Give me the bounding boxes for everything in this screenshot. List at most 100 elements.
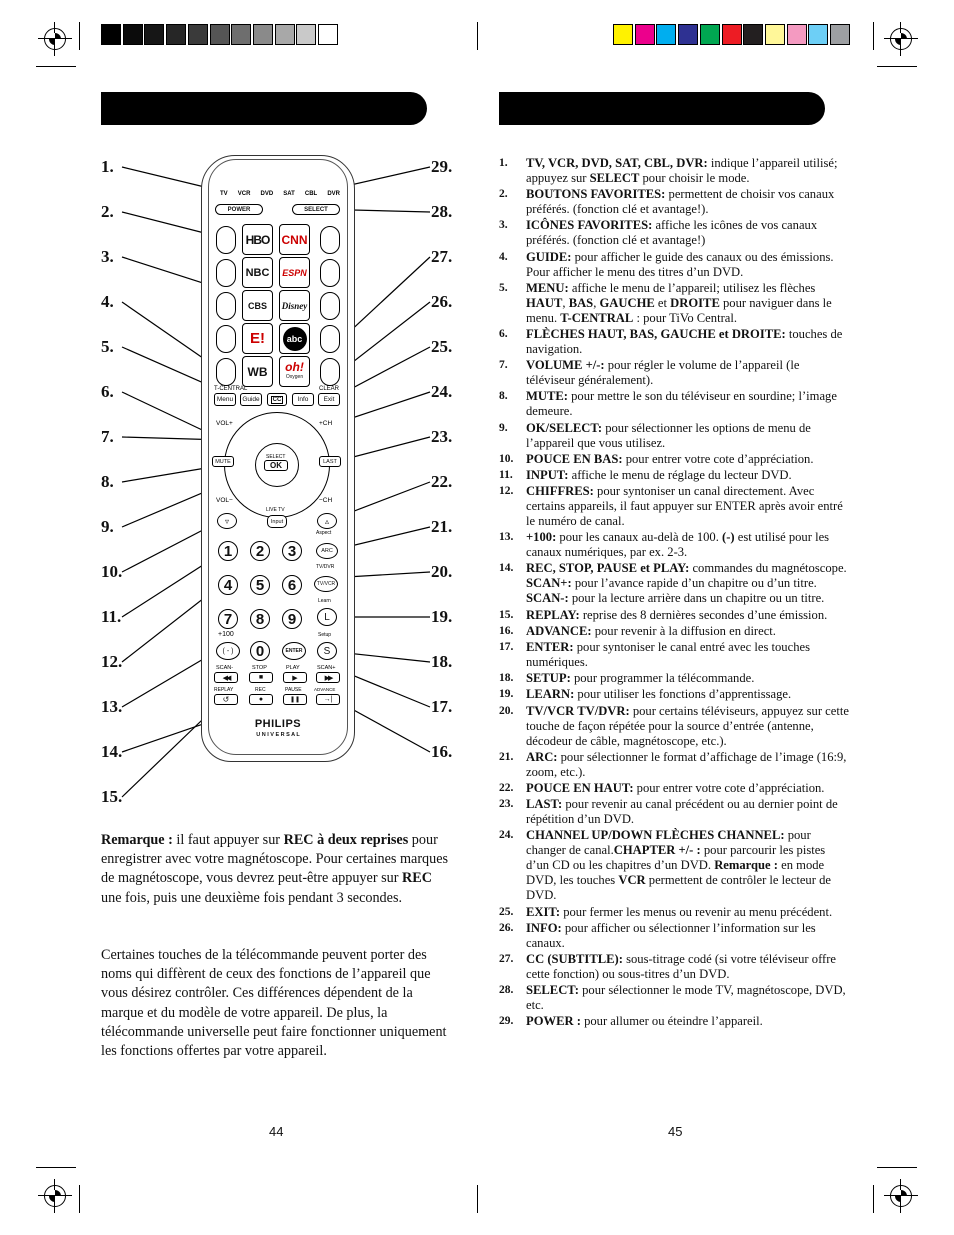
disney-logo-tile[interactable]: Disney: [279, 290, 310, 321]
favorite-button-8[interactable]: [320, 292, 340, 320]
power-button[interactable]: POWER: [215, 204, 263, 215]
crop-mark: [877, 66, 917, 67]
mute-button[interactable]: MUTE: [212, 456, 234, 467]
favorite-button-3[interactable]: [216, 292, 236, 320]
remote-inner-border: [208, 159, 348, 755]
favorite-button-7[interactable]: [320, 259, 340, 287]
list-item-text: LEARN: pour utiliser les fonctions d’app…: [526, 687, 792, 702]
registration-mark-bottom-left: [38, 1179, 72, 1213]
enter-button[interactable]: ENTER: [282, 642, 306, 660]
favorite-button-1[interactable]: [216, 226, 236, 254]
replay-button[interactable]: ↺: [214, 694, 238, 705]
vol-plus-label: VOL+: [216, 420, 233, 427]
list-item-number: 21.: [499, 750, 514, 763]
favorite-button-4[interactable]: [216, 325, 236, 353]
digit-3-button[interactable]: 3: [282, 541, 302, 561]
clear-label: CLEAR: [319, 386, 340, 392]
arc-button[interactable]: ARC: [316, 543, 338, 559]
digit-9-button[interactable]: 9: [282, 609, 302, 629]
crop-mark: [79, 1185, 80, 1213]
bold-text: BOUTONS FAVORITES:: [526, 187, 666, 202]
list-item-number: 18.: [499, 672, 514, 685]
menu-button[interactable]: Menu: [214, 393, 236, 406]
list-item-number: 26.: [499, 921, 514, 934]
cbs-logo-tile[interactable]: CBS: [242, 290, 273, 321]
list-item: 4.GUIDE: pour afficher le guide des cana…: [499, 250, 851, 280]
scan-minus-button[interactable]: ◀◀: [214, 672, 238, 683]
favorite-button-10[interactable]: [320, 358, 340, 386]
list-item-number: 20.: [499, 704, 514, 717]
digit-1-button[interactable]: 1: [218, 541, 238, 561]
play-button[interactable]: ▶: [283, 672, 307, 683]
ok-button[interactable]: OK: [264, 460, 288, 471]
plus100-label: +100: [218, 631, 234, 638]
button-description-list: 1.TV, VCR, DVD, SAT, CBL, DVR: indique l…: [499, 156, 851, 1030]
espn-logo-tile[interactable]: ESPN: [279, 257, 310, 288]
registration-mark-top-left: [38, 22, 72, 56]
abc-logo-tile[interactable]: abc: [279, 323, 310, 354]
hbo-logo-tile[interactable]: HBO: [242, 224, 273, 255]
cc-button[interactable]: CC: [267, 393, 287, 406]
thumbs-up-button[interactable]: ▵: [317, 513, 337, 529]
color-swatch: [122, 24, 143, 45]
callout-number: 4.: [101, 292, 114, 311]
info-button[interactable]: Info: [292, 393, 314, 406]
list-item-number: 23.: [499, 798, 514, 811]
tvvcr-button[interactable]: TV/VCR: [314, 576, 338, 592]
exit-button[interactable]: Exit: [318, 393, 340, 406]
mode-dvd: DVD: [260, 191, 274, 197]
crop-mark: [36, 66, 76, 67]
list-item: 7.VOLUME +/-: pour régler le volume de l…: [499, 358, 851, 388]
cnn-logo-tile[interactable]: CNN: [279, 224, 310, 255]
digit-8-button[interactable]: 8: [250, 609, 270, 629]
bold-text: HAUT: [526, 295, 563, 310]
favorite-button-5[interactable]: [216, 358, 236, 386]
tvdvr-label: TV/DVR: [316, 564, 335, 570]
callout-number: 11.: [101, 607, 122, 626]
digit-4-button[interactable]: 4: [218, 575, 238, 595]
stop-button[interactable]: ■: [249, 672, 273, 683]
bold-text: T-CENTRAL: [560, 310, 634, 325]
nbc-logo-tile[interactable]: NBC: [242, 257, 273, 288]
select-mode-button[interactable]: SELECT: [292, 204, 340, 215]
color-swatch: [166, 24, 187, 45]
bold-text: MENU:: [526, 280, 569, 295]
list-item: 17.ENTER: pour syntoniser le canal entré…: [499, 640, 851, 670]
bold-text: Remarque :: [101, 832, 173, 848]
digit-7-button[interactable]: 7: [218, 609, 238, 629]
pause-button[interactable]: ❚❚: [283, 694, 307, 705]
favorite-button-2[interactable]: [216, 259, 236, 287]
digit-0-button[interactable]: 0: [250, 641, 270, 661]
stop-label: STOP: [252, 665, 267, 671]
advance-label: ADVANCE: [314, 687, 336, 692]
dash-button[interactable]: ( - ): [216, 642, 240, 660]
oxygen-logo-tile[interactable]: oh! Oxygen: [279, 356, 310, 387]
mode-dvr: DVR: [327, 191, 340, 197]
last-button[interactable]: LAST: [319, 456, 341, 467]
setup-button[interactable]: S: [317, 642, 337, 660]
rec-button[interactable]: ●: [249, 694, 273, 705]
bold-text: VCR: [618, 873, 646, 888]
oxygen-sublabel: Oxygen: [285, 373, 304, 380]
advance-button[interactable]: →|: [316, 694, 340, 705]
live-tv-label: LIVE TV: [266, 507, 285, 513]
favorite-button-9[interactable]: [320, 325, 340, 353]
list-item: 12.CHIFFRES: pour syntoniser un canal di…: [499, 484, 851, 529]
list-item: 27.CC (SUBTITLE): sous-titrage codé (si …: [499, 952, 851, 982]
learn-label: Learn: [318, 598, 331, 604]
favorite-button-6[interactable]: [320, 226, 340, 254]
color-swatch: [101, 24, 121, 45]
e-logo-tile[interactable]: E!: [242, 323, 273, 354]
list-item: 19.LEARN: pour utiliser les fonctions d’…: [499, 687, 851, 702]
bold-text: SCAN-:: [526, 591, 569, 606]
input-button[interactable]: Input: [267, 515, 287, 528]
wb-logo-tile[interactable]: WB: [242, 356, 273, 387]
left-header-bar: [101, 92, 427, 125]
scan-plus-button[interactable]: ▶▶: [316, 672, 340, 683]
thumbs-down-button[interactable]: ▿: [217, 513, 237, 529]
digit-6-button[interactable]: 6: [282, 575, 302, 595]
digit-2-button[interactable]: 2: [250, 541, 270, 561]
learn-button[interactable]: L: [317, 608, 337, 626]
digit-5-button[interactable]: 5: [250, 575, 270, 595]
guide-button[interactable]: Guide: [240, 393, 262, 406]
